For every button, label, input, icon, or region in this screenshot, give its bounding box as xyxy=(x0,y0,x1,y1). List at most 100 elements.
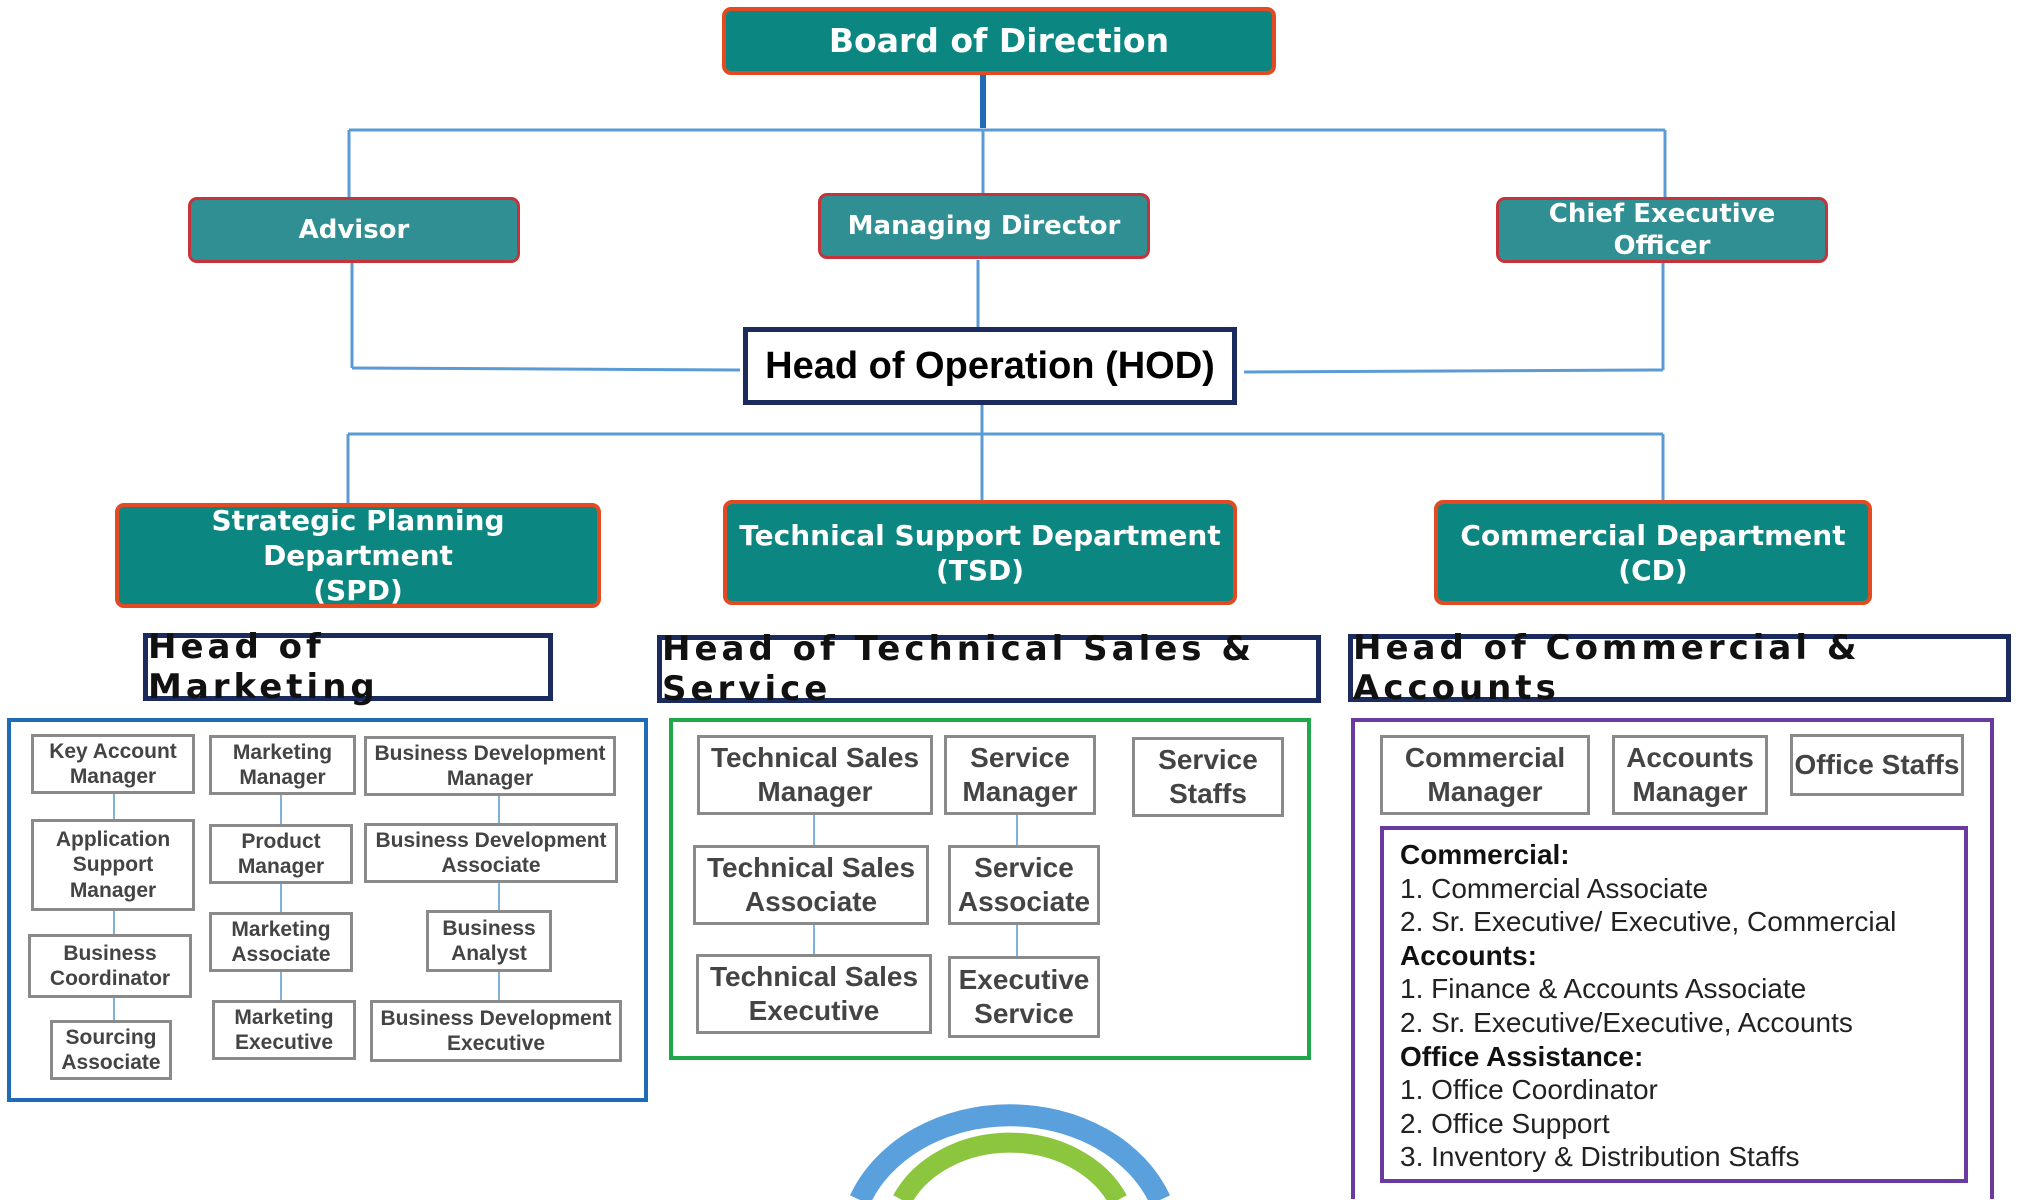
role-office-staffs[interactable]: Office Staffs xyxy=(1790,734,1964,796)
role-text: Associate xyxy=(231,943,331,966)
commercial-section-item: 1. Commercial Associate xyxy=(1400,872,1709,904)
role-text: Key Account xyxy=(49,739,177,763)
role-text: Technical Sales xyxy=(706,852,916,884)
role-text: Associate xyxy=(441,854,541,877)
head-of-operation-label: Head of Operation (HOD) xyxy=(765,344,1215,387)
marketing-col3-connector xyxy=(498,795,500,1005)
head-of-technical-label: Head of Technical Sales & Service xyxy=(662,629,1256,709)
role-text: Manager xyxy=(446,767,534,790)
role-text: Manager xyxy=(1427,776,1543,807)
department-tsd-box[interactable]: Technical Support Department (TSD) xyxy=(723,500,1237,605)
role-text: Business Development xyxy=(380,1006,612,1030)
role-text: Technical Sales xyxy=(709,961,919,993)
commercial-section-heading: Commercial: xyxy=(1400,839,1570,870)
head-of-operation-box[interactable]: Head of Operation (HOD) xyxy=(743,327,1237,405)
logo-arcs-icon xyxy=(850,1104,1170,1200)
role-text: Manager xyxy=(962,776,1078,807)
role-text: Technical Sales xyxy=(710,742,920,774)
role-text: Office Staffs xyxy=(1794,749,1960,781)
role-text: Manager xyxy=(757,776,873,807)
board-of-direction-box[interactable]: Board of Direction xyxy=(722,7,1276,75)
office-assistance-section-heading: Office Assistance: xyxy=(1400,1040,1644,1072)
commercial-responsibilities-list: Commercial: 1. Commercial Associate 2. S… xyxy=(1380,826,1968,1183)
managing-director-box[interactable]: Managing Director xyxy=(818,193,1150,259)
role-text: Manager xyxy=(69,765,157,788)
role-text: Service xyxy=(970,742,1070,774)
role-text: Marketing xyxy=(231,917,331,941)
office-assistance-section-item: 3. Inventory & Distribution Staffs xyxy=(1400,1141,1800,1173)
role-text: Manager xyxy=(69,878,157,902)
commercial-section-item: 2. Sr. Executive/ Executive, Commercial xyxy=(1400,906,1897,938)
accounts-section-item: 2. Sr. Executive/Executive, Accounts xyxy=(1400,1006,1853,1038)
office-assistance-section-item: 2. Office Support xyxy=(1400,1107,1610,1139)
department-spd-name: Strategic Planning Department xyxy=(211,504,505,572)
role-text: Analyst xyxy=(451,942,527,965)
department-spd-abbr: (SPD) xyxy=(313,574,403,607)
role-text: Support xyxy=(72,853,154,877)
department-tsd-name: Technical Support Department xyxy=(739,518,1221,552)
role-text: Executive xyxy=(958,964,1090,996)
advisor-label: Advisor xyxy=(298,214,410,245)
role-text: Accounts xyxy=(1626,742,1754,774)
role-text: Application xyxy=(55,828,171,852)
role-text: Associate xyxy=(744,886,878,917)
role-text: Marketing xyxy=(234,1005,334,1029)
role-text: Service xyxy=(974,852,1074,884)
marketing-col2-connector xyxy=(280,795,282,1005)
department-tsd-abbr: (TSD) xyxy=(935,553,1025,587)
managing-director-label: Managing Director xyxy=(847,210,1121,241)
role-text: Commercial xyxy=(1404,742,1566,774)
role-text: Business Development xyxy=(374,741,606,765)
role-text: Associate xyxy=(957,886,1091,917)
office-assistance-section-item: 1. Office Coordinator xyxy=(1400,1074,1658,1106)
role-text: Manager xyxy=(237,855,325,878)
department-spd-box[interactable]: Strategic Planning Department (SPD) xyxy=(115,503,601,608)
role-text: Executive xyxy=(234,1031,334,1054)
advisor-box[interactable]: Advisor xyxy=(188,197,520,263)
role-text: Executive xyxy=(446,1032,546,1055)
role-text: Manager xyxy=(1632,776,1748,807)
head-of-technical-box[interactable]: Head of Technical Sales & Service xyxy=(657,629,1321,709)
role-text: Business Development xyxy=(375,828,607,852)
role-text: Marketing xyxy=(232,740,333,764)
board-of-direction-label: Board of Direction xyxy=(828,21,1170,61)
head-of-marketing-label: Head of Marketing xyxy=(148,627,379,707)
role-text: Coordinator xyxy=(49,967,171,990)
role-text: Sourcing xyxy=(65,1025,157,1049)
head-of-commercial-label: Head of Commercial & Accounts xyxy=(1353,628,1861,708)
role-text: Service xyxy=(1158,744,1258,776)
ceo-label: Chief Executive Officer xyxy=(1548,198,1776,262)
role-text: Service xyxy=(974,998,1074,1029)
role-text: Business xyxy=(442,916,536,940)
head-of-marketing-box[interactable]: Head of Marketing xyxy=(143,627,553,707)
department-cd-box[interactable]: Commercial Department (CD) xyxy=(1434,500,1872,605)
role-text: Associate xyxy=(61,1051,161,1074)
accounts-section-item: 1. Finance & Accounts Associate xyxy=(1400,973,1807,1005)
role-text: Business xyxy=(63,941,157,965)
head-of-commercial-box[interactable]: Head of Commercial & Accounts xyxy=(1348,628,2011,708)
ceo-box[interactable]: Chief Executive Officer xyxy=(1496,197,1828,263)
role-text: Product xyxy=(241,829,321,853)
